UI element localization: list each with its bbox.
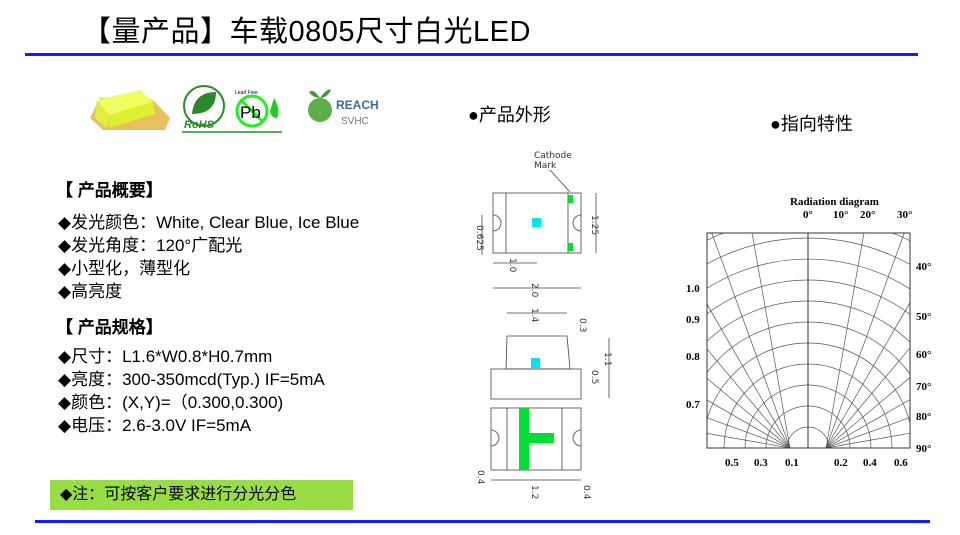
grid-radial — [711, 233, 791, 448]
svg-text:1.25: 1.25 — [589, 215, 599, 235]
grid-radial — [751, 233, 791, 448]
outline-drawing: Cathode Mark 0.625 1.25 1.0 2.0 1.4 0.3 … — [474, 151, 612, 500]
grid-radial — [825, 301, 910, 448]
angle-label: 60° — [916, 349, 931, 361]
angle-label: 20° — [860, 209, 875, 221]
svg-text:2.0: 2.0 — [529, 283, 539, 298]
overview-item: ◆小型化，薄型化 — [58, 259, 191, 278]
angle-label: 90° — [916, 443, 931, 455]
grid-radial — [707, 399, 791, 448]
rohs-pb-logo: RoHS Lead Free Pb — [182, 85, 282, 133]
grid-arc — [707, 258, 910, 290]
grid-radial — [825, 377, 910, 448]
grid-radial — [707, 417, 791, 448]
note-banner: ◆注：可按客户要求进行分光分色 — [50, 480, 353, 510]
grid-radial — [825, 399, 910, 448]
svg-text:SVHC: SVHC — [341, 116, 369, 127]
spec-item: ◆尺寸：L1.6*W0.8*H0.7mm — [58, 347, 273, 366]
title-rule — [25, 53, 918, 56]
angle-label: 80° — [916, 411, 931, 423]
footer-rule — [35, 520, 930, 523]
angle-label: 30° — [897, 209, 912, 221]
reach-logo: REACH SVHC — [308, 89, 379, 127]
svg-text:Pb: Pb — [240, 103, 261, 122]
grid-radial — [707, 433, 791, 448]
grid-arc — [707, 300, 910, 343]
grid-arc — [707, 233, 910, 242]
grid-radial — [825, 347, 910, 448]
bottom-scale-label: 0.4 — [863, 457, 877, 469]
svg-text:Lead Free: Lead Free — [235, 90, 258, 96]
svg-text:0.5: 0.5 — [589, 370, 599, 384]
spec-item: ◆颜色：(X,Y)=（0.300,0.300) — [58, 393, 284, 412]
left-scale-label: 0.8 — [686, 351, 700, 363]
grid-radial — [707, 303, 791, 448]
angle-label: 40° — [916, 261, 931, 273]
svg-text:1.4: 1.4 — [529, 308, 539, 323]
grid-radial — [707, 377, 791, 448]
angle-label: 0° — [803, 209, 813, 221]
left-scale-label: 1.0 — [686, 283, 700, 295]
bottom-scale-label: 0.1 — [785, 457, 799, 469]
left-scale-label: 0.9 — [686, 314, 700, 326]
svg-text:0.625: 0.625 — [474, 225, 484, 251]
radiation-diagram: Radiation diagram 0° 10° 20° 30° 40° 50° 60° 70… — [686, 196, 931, 469]
left-scale-label: 0.7 — [686, 399, 700, 411]
chart-title: Radiation diagram — [790, 196, 879, 208]
bottom-scale-label: 0.2 — [834, 457, 848, 469]
grid-radial — [707, 348, 791, 448]
overview-item: ◆高亮度 — [58, 282, 123, 301]
spec-item: ◆电压：2.6-3.0V IF=5mA — [58, 416, 252, 435]
angle-label: 10° — [833, 209, 848, 221]
grid-radial — [825, 417, 910, 448]
directivity-heading: ●指向特性 — [770, 114, 853, 134]
led-photo — [90, 90, 170, 130]
overview-heading: 【 产品概要】 — [56, 181, 163, 200]
svg-text:REACH: REACH — [336, 98, 379, 112]
svg-text:1.0: 1.0 — [507, 258, 517, 273]
overview-item: ◆发光颜色：White, Clear Blue, Ice Blue — [58, 213, 360, 232]
outline-heading: ●产品外形 — [468, 105, 551, 125]
overview-item: ◆发光角度：120°广配光 — [58, 236, 243, 255]
svg-text:Cathode: Cathode — [534, 151, 572, 161]
svg-text:0.4: 0.4 — [475, 470, 485, 485]
bottom-scale-label: 0.6 — [894, 457, 908, 469]
grid-radial — [825, 233, 905, 448]
bottom-scale-label: 0.3 — [754, 457, 768, 469]
angle-label: 70° — [916, 381, 931, 393]
svg-text:1.1: 1.1 — [602, 352, 612, 366]
svg-text:1.2: 1.2 — [529, 485, 539, 499]
spec-item: ◆亮度：300-350mcd(Typ.) IF=5mA — [58, 370, 325, 389]
bottom-scale-label: 0.5 — [725, 457, 739, 469]
page-title: 【量产品】车载0805尺寸白光LED — [82, 16, 531, 48]
angle-label: 50° — [916, 311, 931, 323]
svg-text:Mark: Mark — [534, 161, 557, 171]
grid-radial — [825, 432, 910, 448]
specs-heading: 【 产品规格】 — [56, 318, 163, 337]
grid-radial — [825, 233, 865, 448]
svg-text:0.3: 0.3 — [577, 318, 587, 332]
svg-text:0.4: 0.4 — [581, 485, 591, 500]
svg-text:RoHS: RoHS — [184, 119, 215, 131]
